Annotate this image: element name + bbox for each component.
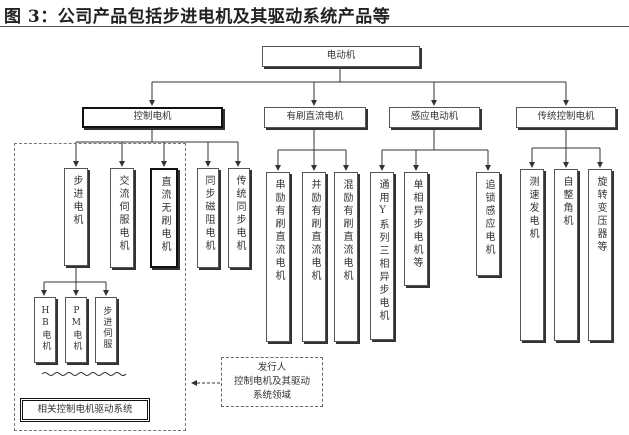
node-motor-root-label: 电动机 (326, 50, 356, 62)
node-conventional-control-label: 传统控制电机 (537, 111, 595, 123)
issuer-domain-note: 发行人 控制电机及其驱动 系统领域 (221, 357, 323, 407)
node-tachometer-label: 测速发电机 (527, 176, 538, 241)
node-resolver-label: 旋转变压器等 (595, 176, 606, 254)
node-single-phase: 单相异步电机等 (404, 172, 428, 286)
note-line-2: 控制电机及其驱动 (233, 375, 310, 387)
note-line-3: 系统领域 (252, 390, 291, 402)
node-induction-motor-label: 感应电动机 (410, 111, 459, 123)
node-series-brushed-label: 串励有刷直流电机 (273, 179, 284, 283)
node-sync-reluctance: 同步磁阻电机 (197, 168, 219, 268)
node-conventional-control: 传统控制电机 (516, 107, 616, 128)
figure-caption: 图 3：公司产品包括步进电机及其驱动系统产品等 (4, 7, 391, 27)
node-general-async: 通用Y系列三相异步电机 (370, 172, 394, 340)
node-stepper-servo-label: 步进伺服 (101, 306, 112, 350)
node-shunt-brushed-label: 并励有刷直流电机 (309, 179, 320, 283)
node-stepper-servo: 步进伺服 (95, 297, 117, 363)
note-line-1: 发行人 (257, 361, 287, 373)
node-ac-servo: 交流伺服电机 (110, 168, 134, 268)
continuation-wave (42, 372, 126, 376)
node-compound-brushed-label: 混励有刷直流电机 (341, 179, 352, 283)
node-brushed-dc-label: 有刷直流电机 (286, 111, 344, 123)
caption-divider (0, 26, 629, 27)
node-related-drive-system: 相关控制电机驱动系统 (20, 398, 150, 422)
node-pm-motor: PM电机 (65, 297, 87, 363)
node-related-drive-system-label: 相关控制电机驱动系统 (37, 403, 133, 415)
node-brushed-dc: 有刷直流电机 (264, 107, 366, 128)
node-stepper-motor-label: 步进电机 (71, 175, 82, 227)
node-control-motor: 控制电机 (82, 107, 223, 128)
node-compound-brushed: 混励有刷直流电机 (334, 172, 358, 342)
node-hb-motor-label: HB电机 (40, 306, 51, 352)
node-selsyn-label: 自整角机 (561, 176, 572, 228)
node-control-motor-label: 控制电机 (133, 111, 172, 123)
node-conventional-sync: 传统同步电机 (228, 168, 250, 268)
issuer-domain-region (14, 143, 186, 431)
node-hb-motor: HB电机 (34, 297, 56, 363)
node-bldc: 直流无刷电机 (150, 168, 178, 268)
node-catch-up-induction: 追锁感应电机 (476, 172, 500, 276)
node-shunt-brushed: 并励有刷直流电机 (302, 172, 326, 342)
node-single-phase-label: 单相异步电机等 (411, 179, 422, 270)
node-sync-reluctance-label: 同步磁阻电机 (203, 175, 214, 253)
node-bldc-label: 直流无刷电机 (159, 176, 170, 254)
node-conventional-sync-label: 传统同步电机 (234, 175, 245, 253)
node-stepper-motor: 步进电机 (64, 168, 88, 266)
node-ac-servo-label: 交流伺服电机 (117, 175, 128, 253)
node-induction-motor: 感应电动机 (389, 107, 480, 128)
node-series-brushed: 串励有刷直流电机 (266, 172, 290, 342)
node-selsyn: 自整角机 (554, 169, 578, 341)
node-catch-up-induction-label: 追锁感应电机 (483, 179, 494, 257)
node-motor-root: 电动机 (262, 46, 420, 67)
node-resolver: 旋转变压器等 (588, 169, 612, 341)
node-tachometer: 测速发电机 (520, 169, 544, 341)
node-general-async-label: 通用Y系列三相异步电机 (377, 179, 388, 323)
node-pm-motor-label: PM电机 (71, 306, 82, 352)
